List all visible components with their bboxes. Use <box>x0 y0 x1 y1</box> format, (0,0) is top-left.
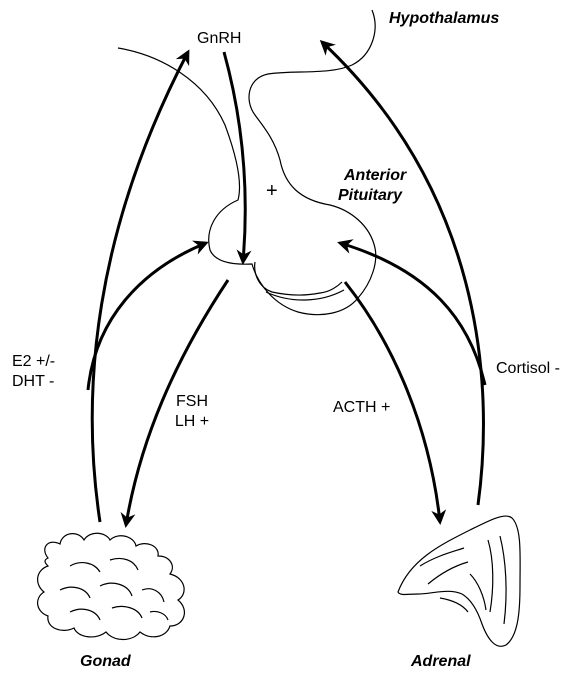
dht-label: DHT - <box>12 372 54 391</box>
gonad-steroid-to-pituitary-arrow <box>88 243 206 390</box>
acth-label: ACTH + <box>333 398 390 417</box>
stimulation-plus-sign: + <box>266 182 278 201</box>
fsh-label: FSH <box>172 392 212 411</box>
cortisol-to-pituitary-arrow <box>340 243 485 385</box>
adrenal-label: Adrenal <box>411 652 471 671</box>
e2-label: E2 +/- <box>12 352 55 371</box>
hypothalamus-label: Hypothalamus <box>389 9 499 28</box>
gonad-illustration <box>38 533 185 639</box>
lh-label: LH + <box>172 412 212 431</box>
anterior-pituitary-label-line1: Anterior <box>344 166 406 185</box>
adrenal-to-hypothalamus-arrow <box>322 42 483 505</box>
gonad-label: Gonad <box>80 652 131 671</box>
anterior-pituitary-label-line2: Pituitary <box>338 186 402 205</box>
adrenal-illustration <box>398 516 520 646</box>
pituitary-inner-lobe-line <box>255 262 342 295</box>
cortisol-label: Cortisol - <box>496 359 560 378</box>
gonad-to-hypothalamus-arrow <box>92 52 188 522</box>
gnrh-label: GnRH <box>197 29 241 48</box>
